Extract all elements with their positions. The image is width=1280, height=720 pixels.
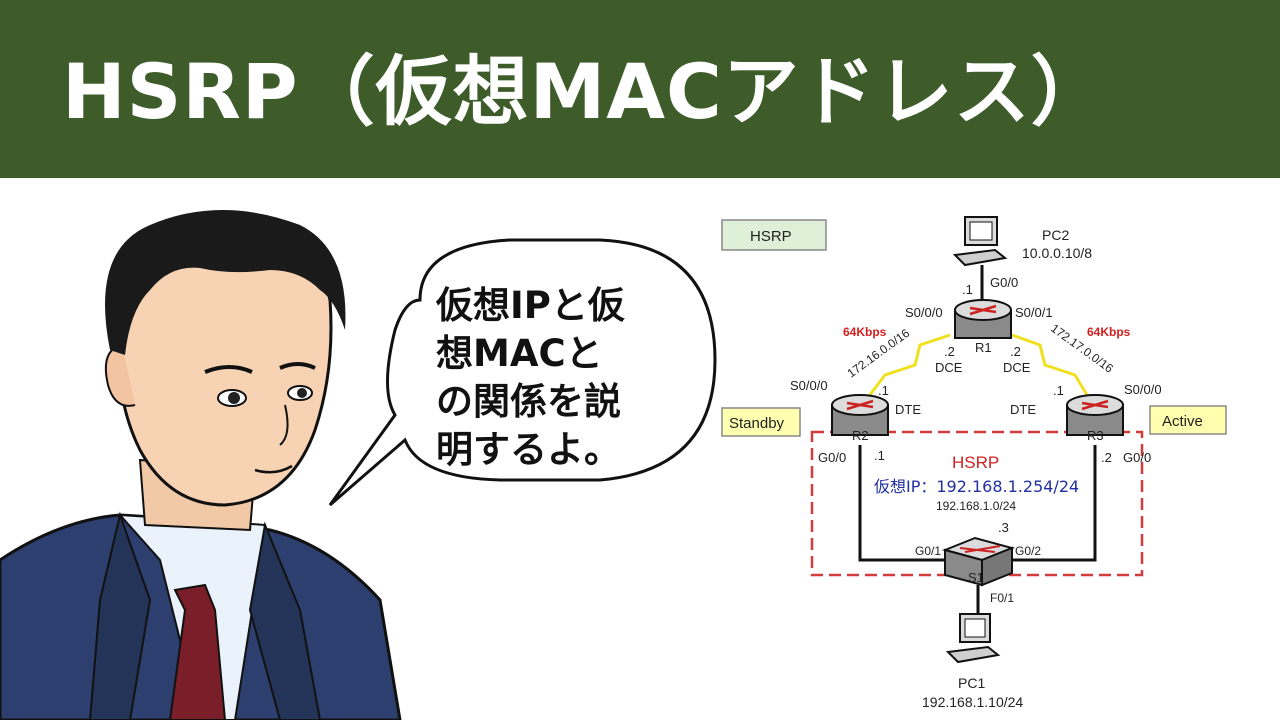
- bubble-text: 仮想IPと仮 想MACと の関係を説 明するよ。: [436, 284, 625, 471]
- r3-dte: DTE: [1010, 402, 1036, 417]
- s1-f01-label: F0/1: [990, 591, 1014, 605]
- s1-switch-icon: [941, 536, 1016, 587]
- hsrp-legend-box: [721, 219, 827, 251]
- hsrp-group-title: HSRP: [952, 453, 999, 472]
- r2-name: R2: [852, 428, 869, 443]
- r3-s000-label: S0/0/0: [1124, 382, 1162, 397]
- link-r2-s1: [858, 445, 950, 562]
- pc1-icon: [945, 613, 1001, 664]
- r3-name: R3: [1087, 428, 1104, 443]
- r3-role-box: [1149, 405, 1227, 435]
- network-diagram: PC2 10.0.0.10/8 HSRP G0/0 .1 S0/0/0 S0/0…: [721, 216, 1227, 710]
- r3-g0-label: G0/0: [1123, 450, 1151, 465]
- r3-s-host: .1: [1053, 383, 1064, 398]
- s1-name: S1: [968, 570, 984, 585]
- pc2-ip: 10.0.0.10/8: [1022, 245, 1092, 261]
- right-link-bandwidth: 64Kbps: [1087, 325, 1131, 339]
- r2-g-host: .1: [874, 448, 885, 463]
- r1-left-dce: DCE: [935, 360, 963, 375]
- serial-link-r1-r2: [864, 333, 951, 401]
- r1-right-host: .2: [1010, 344, 1021, 359]
- r2-dte: DTE: [895, 402, 921, 417]
- presenter-illustration: [0, 210, 402, 720]
- s1-g02-label: G0/2: [1015, 544, 1041, 558]
- r3-router-icon: [1066, 394, 1124, 436]
- pc1-name: PC1: [958, 675, 985, 691]
- r1-router-icon: [954, 299, 1012, 339]
- hsrp-network: 192.168.1.0/24: [936, 499, 1016, 513]
- hsrp-legend-label: HSRP: [750, 228, 792, 245]
- r2-router-icon: [831, 394, 889, 436]
- r1-s001-label: S0/0/1: [1015, 305, 1053, 320]
- r2-role-box: [721, 407, 801, 437]
- speech-bubble: [328, 238, 717, 507]
- r2-role: Standby: [729, 415, 785, 432]
- s1-g01-label: G0/1: [915, 544, 941, 558]
- serial-link-r1-r3: [1011, 333, 1092, 401]
- pc1-ip: 192.168.1.10/24: [922, 694, 1023, 710]
- page-title: HSRP（仮想MACアドレス）: [62, 47, 1108, 136]
- r1-left-host: .2: [944, 344, 955, 359]
- r3-role: Active: [1162, 413, 1203, 430]
- hsrp-virtual-ip: 仮想IP：192.168.1.254/24: [874, 477, 1079, 496]
- s1-host: .3: [998, 520, 1009, 535]
- r2-g0-label: G0/0: [818, 450, 846, 465]
- r1-g0-host: .1: [962, 282, 973, 297]
- pc2-icon: [952, 216, 1008, 267]
- r2-s000-label: S0/0/0: [790, 378, 828, 393]
- left-link-bandwidth: 64Kbps: [843, 325, 887, 339]
- r2-s-host: .1: [878, 383, 889, 398]
- r3-g-host: .2: [1101, 450, 1112, 465]
- r1-g0-label: G0/0: [990, 275, 1018, 290]
- link-r3-s1: [1010, 445, 1097, 562]
- title-bar: HSRP（仮想MACアドレス）: [0, 0, 1280, 178]
- pc2-name: PC2: [1042, 227, 1069, 243]
- r1-right-dce: DCE: [1003, 360, 1031, 375]
- r1-s000-label: S0/0/0: [905, 305, 943, 320]
- r1-name: R1: [975, 340, 992, 355]
